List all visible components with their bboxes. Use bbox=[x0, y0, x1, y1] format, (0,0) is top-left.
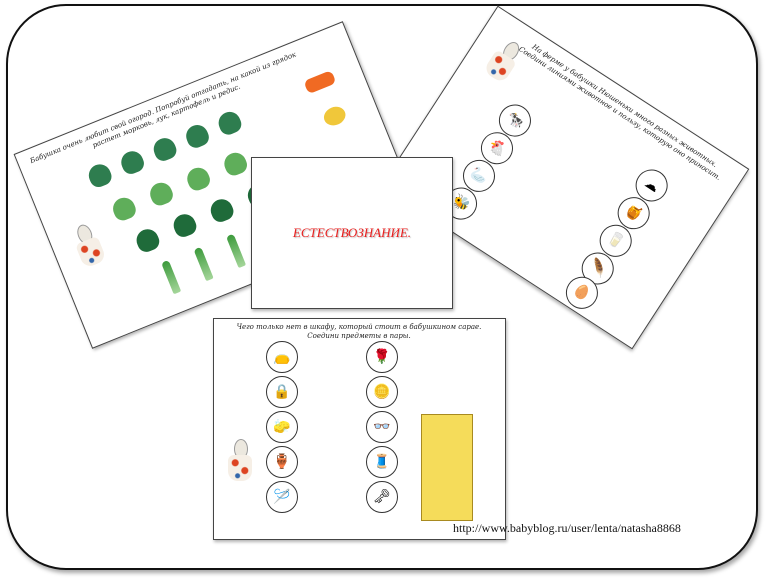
leek bbox=[193, 246, 214, 282]
plant bbox=[85, 161, 115, 190]
vase-circle[interactable]: 🏺 bbox=[266, 446, 298, 478]
plant bbox=[133, 225, 162, 255]
carrots-icon bbox=[303, 70, 337, 95]
plant bbox=[117, 147, 147, 177]
plant bbox=[182, 121, 212, 151]
plant bbox=[207, 195, 237, 225]
leek bbox=[225, 233, 247, 269]
glasses-case-circle[interactable]: 👝 bbox=[266, 341, 298, 373]
key-circle[interactable]: 🗝 bbox=[366, 481, 398, 513]
plant bbox=[170, 210, 199, 240]
wardrobe-illustration bbox=[421, 414, 473, 521]
wardrobe-worksheet: Чего только нет в шкафу, который стоит в… bbox=[213, 318, 506, 540]
needles-circle[interactable]: 🪡 bbox=[266, 481, 298, 513]
leek bbox=[161, 259, 182, 295]
plant bbox=[109, 194, 139, 224]
threads-circle[interactable]: 🧵 bbox=[366, 446, 398, 478]
bunny-illustration bbox=[67, 221, 109, 275]
rose-circle[interactable]: 🌹 bbox=[366, 341, 398, 373]
bunny-illustration bbox=[478, 35, 526, 89]
plant bbox=[183, 164, 213, 194]
title-text: ЕСТЕСТВОЗНАНИЕ. bbox=[292, 225, 412, 240]
plant bbox=[146, 179, 176, 209]
glasses-circle[interactable]: 👓 bbox=[366, 411, 398, 443]
coins-circle[interactable]: 🪙 bbox=[366, 376, 398, 408]
potatoes-icon bbox=[321, 103, 349, 129]
bunny-illustration bbox=[226, 439, 252, 487]
plant bbox=[215, 108, 244, 138]
sponge-circle[interactable]: 🧽 bbox=[266, 411, 298, 443]
wardrobe-caption: Чего только нет в шкафу, который стоит в… bbox=[236, 323, 482, 340]
plant bbox=[221, 149, 250, 179]
padlock-circle[interactable]: 🔒 bbox=[266, 376, 298, 408]
source-url[interactable]: http://www.babyblog.ru/user/lenta/natash… bbox=[453, 521, 681, 535]
plant bbox=[150, 134, 180, 164]
title-card: ЕСТЕСТВОЗНАНИЕ. bbox=[251, 157, 453, 309]
